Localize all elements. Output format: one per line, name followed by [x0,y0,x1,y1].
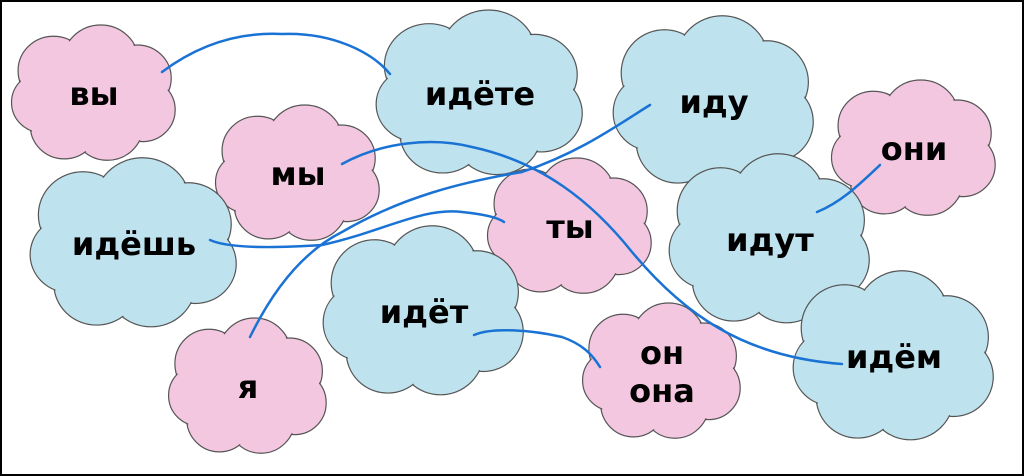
cloud-word: она [629,372,695,410]
cloud-word: мы [270,155,325,193]
cloud-ya: я [167,317,327,454]
connection-line [815,163,882,214]
cloud-word: идёт [380,293,469,331]
cloud-idyot: идёт [322,225,524,396]
connection-line [160,32,392,76]
cloud-word: идут [726,221,814,259]
cloud-word: идём [846,338,942,376]
cloud-word: иду [679,83,748,121]
connection-line [208,210,506,249]
connection-line [340,140,844,366]
connection-line [472,328,602,369]
cloud-oni: они [830,79,996,216]
cloud-word: идёшь [72,225,196,263]
cloud-word: они [881,130,948,168]
cloud-vy: вы [10,24,176,161]
connection-line [248,103,652,339]
cloud-idyosh: идёшь [29,157,237,328]
cloud-word: идёте [425,75,535,113]
cloud-ty: ты [486,157,652,294]
cloud-my: мы [214,104,380,241]
cloud-idyote: идёте [375,9,583,176]
cloud-idu: иду [612,15,814,186]
cloud-idut: идут [668,153,870,324]
cloud-idyom: идём [792,270,994,441]
cloud-word: я [238,368,259,406]
cloud-word: ты [546,208,593,246]
cloud-word: вы [69,75,118,113]
cloud-word: он [640,334,684,372]
